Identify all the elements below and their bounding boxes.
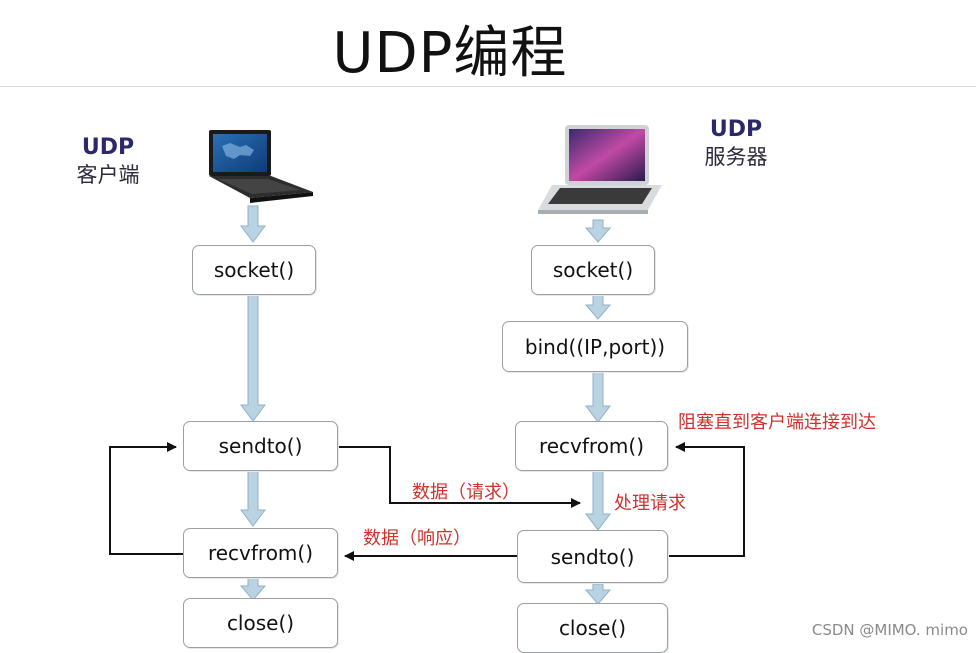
client-label-line2: 客户端 [76,162,140,187]
request-note: 数据（请求） [412,482,520,503]
server-bind-box: bind((IP,port)) [502,321,688,372]
client-recvfrom-box: recvfrom() [183,528,338,578]
server-label-line2: 服务器 [704,144,768,169]
server-close-box: close() [517,603,668,653]
server-label: UDP 服务器 [686,116,786,170]
process-note: 处理请求 [614,493,686,514]
client-close-box: close() [183,598,338,648]
page-title: UDP编程 [332,21,568,86]
message-connectors [109,442,745,561]
client-flow-arrows [239,205,267,601]
client-sendto-box: sendto() [183,421,338,471]
server-socket-box: socket() [531,245,655,295]
server-sendto-box: sendto() [517,530,668,583]
client-label: UDP 客户端 [58,134,158,188]
server-laptop-icon [538,125,662,214]
server-label-line1: UDP [709,117,763,142]
client-socket-box: socket() [192,245,316,295]
block-note: 阻塞直到客户端连接到达 [678,412,876,433]
client-laptop-icon [209,130,313,203]
response-note: 数据（响应） [363,528,471,549]
client-label-line1: UDP [81,135,135,160]
watermark: CSDN @MIMO. mimo [811,621,968,639]
server-flow-arrows [584,219,612,605]
title-divider [0,86,976,87]
server-recvfrom-box: recvfrom() [515,421,668,471]
